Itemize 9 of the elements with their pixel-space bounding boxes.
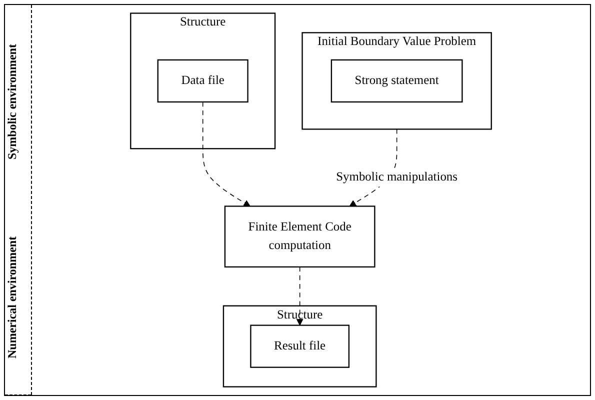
environment-label: Numerical environment: [5, 200, 31, 395]
node-box: Finite Element Code computation: [224, 206, 376, 268]
environment-label: Symbolic environment: [5, 43, 20, 162]
edge-label: Symbolic manipulations: [336, 170, 458, 184]
node-box: Data file: [157, 59, 248, 103]
arrow: [202, 102, 250, 207]
arrow: [296, 266, 304, 326]
node-box: Result file: [250, 324, 350, 368]
node-box: Strong statement: [330, 59, 463, 103]
